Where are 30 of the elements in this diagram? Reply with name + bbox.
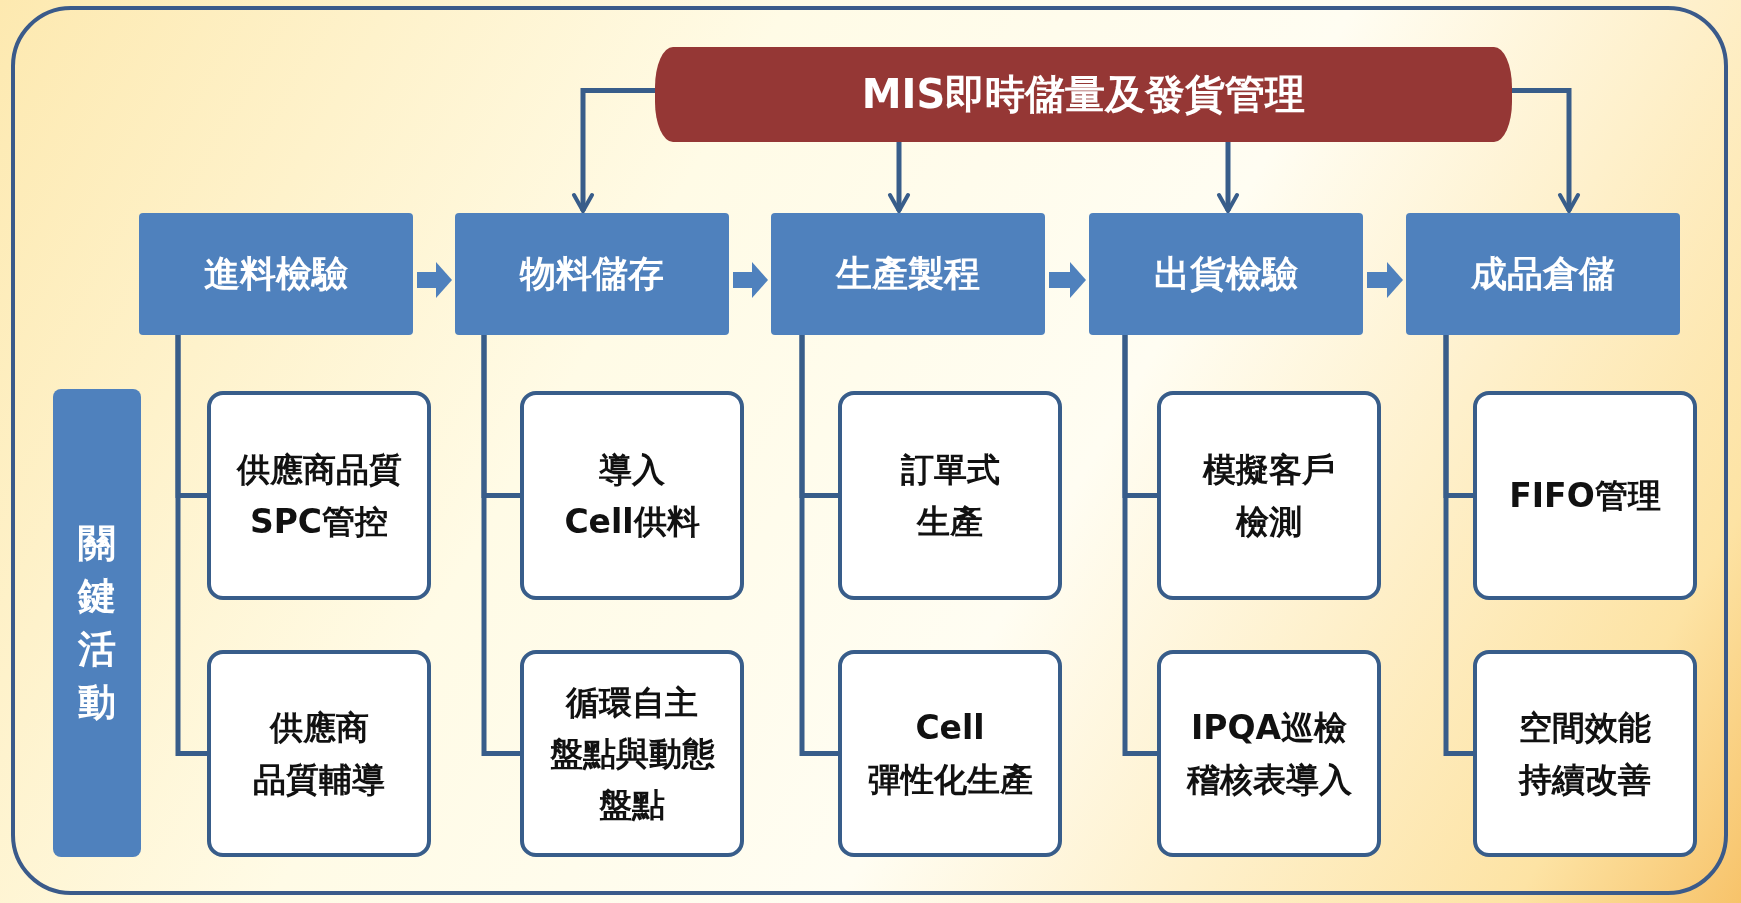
- stage-box: 進料檢驗: [139, 213, 413, 335]
- activity-box: 模擬客戶檢測: [1157, 391, 1381, 600]
- activity-box: 循環自主盤點與動態盤點: [520, 650, 744, 857]
- arrow: [1512, 88, 1580, 213]
- arrow: [888, 142, 910, 213]
- activity-box: IPQA巡檢稽核表導入: [1157, 650, 1381, 857]
- connector-line: [799, 335, 838, 756]
- connector-line: [1122, 335, 1157, 756]
- activity-box: 訂單式生產: [838, 391, 1062, 600]
- activity-box: Cell彈性化生產: [838, 650, 1062, 857]
- stage-box: 生產製程: [771, 213, 1045, 335]
- activity-box: FIFO管理: [1473, 391, 1697, 600]
- stage-box: 物料儲存: [455, 213, 729, 335]
- title-banner: MIS即時儲量及發貨管理: [655, 47, 1512, 142]
- activity-box: 導入Cell供料: [520, 391, 744, 600]
- arrow: [1049, 262, 1086, 298]
- connector-line: [481, 335, 520, 756]
- arrow: [1367, 262, 1403, 298]
- arrow: [733, 262, 768, 298]
- connector-line: [1443, 335, 1473, 756]
- connector-line: [175, 335, 207, 756]
- stage-box: 出貨檢驗: [1089, 213, 1363, 335]
- side-band: 關鍵活動: [53, 389, 141, 857]
- stage-box: 成品倉儲: [1406, 213, 1680, 335]
- activity-box: 空間效能持續改善: [1473, 650, 1697, 857]
- arrow: [417, 262, 452, 298]
- activity-box: 供應商品質SPC管控: [207, 391, 431, 600]
- activity-box: 供應商品質輔導: [207, 650, 431, 857]
- arrow: [572, 88, 655, 213]
- arrow: [1217, 142, 1239, 213]
